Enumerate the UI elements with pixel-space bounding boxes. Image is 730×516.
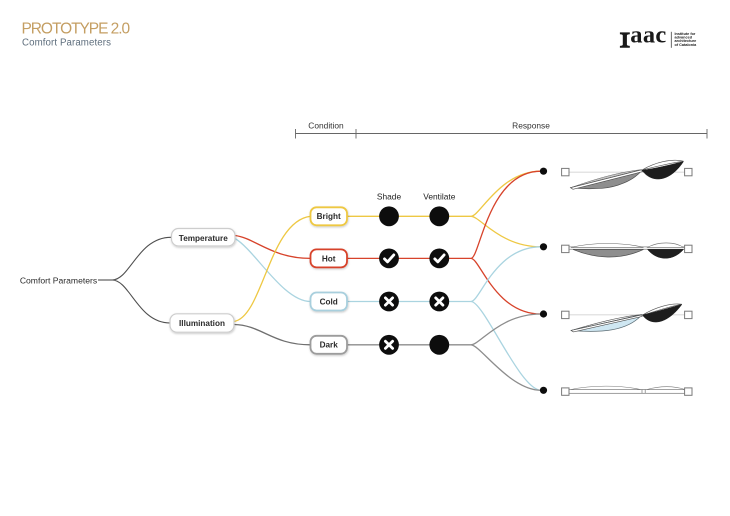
- svg-text:Hot: Hot: [322, 254, 336, 263]
- svg-text:Illumination: Illumination: [179, 319, 225, 328]
- svg-text:architecture: architecture: [675, 39, 697, 43]
- svg-text:Institute for: Institute for: [675, 32, 696, 36]
- svg-text:Comfort Parameters: Comfort Parameters: [22, 38, 111, 49]
- svg-text:Ventilate: Ventilate: [423, 192, 455, 202]
- svg-text:Temperature: Temperature: [179, 234, 228, 243]
- svg-text:advanced: advanced: [675, 36, 693, 40]
- svg-text:aac: aac: [630, 21, 666, 48]
- svg-text:Comfort Parameters: Comfort Parameters: [20, 275, 97, 285]
- svg-text:PROTOTYPE 2.0: PROTOTYPE 2.0: [22, 20, 131, 37]
- svg-text:Dark: Dark: [320, 341, 339, 350]
- svg-text:Condition: Condition: [308, 121, 344, 131]
- svg-text:Cold: Cold: [320, 297, 338, 306]
- svg-text:Response: Response: [512, 121, 550, 131]
- svg-text:Shade: Shade: [377, 192, 402, 202]
- svg-text:Bright: Bright: [317, 212, 341, 221]
- svg-text:of Catalonia: of Catalonia: [675, 43, 698, 47]
